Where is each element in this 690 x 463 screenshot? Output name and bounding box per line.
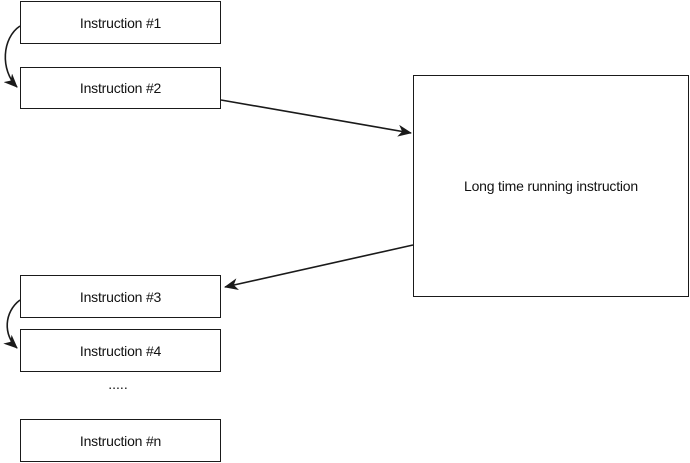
long-running-instruction-label: Long time running instruction [464,178,638,194]
curved-arrow-i1-to-i2 [3,25,21,88]
long-running-instruction-box: Long time running instruction [413,75,689,297]
curved-arrow-i3-to-i4 [3,299,21,349]
instruction-1-box: Instruction #1 [20,1,221,44]
instruction-1-label: Instruction #1 [79,14,162,31]
instruction-2-box: Instruction #2 [20,67,221,109]
continuation-ellipsis: ..... [108,376,128,392]
instruction-3-box: Instruction #3 [20,275,221,318]
instruction-4-box: Instruction #4 [20,329,221,372]
instruction-2-label: Instruction #2 [79,80,162,96]
arrow-i2-to-long-running [220,99,412,137]
instruction-4-label: Instruction #4 [79,342,162,359]
instruction-3-label: Instruction #3 [79,288,162,305]
instruction-n-box: Instruction #n [20,419,221,462]
instruction-n-label: Instruction #n [79,432,162,449]
arrow-long-running-to-i3 [224,244,414,291]
